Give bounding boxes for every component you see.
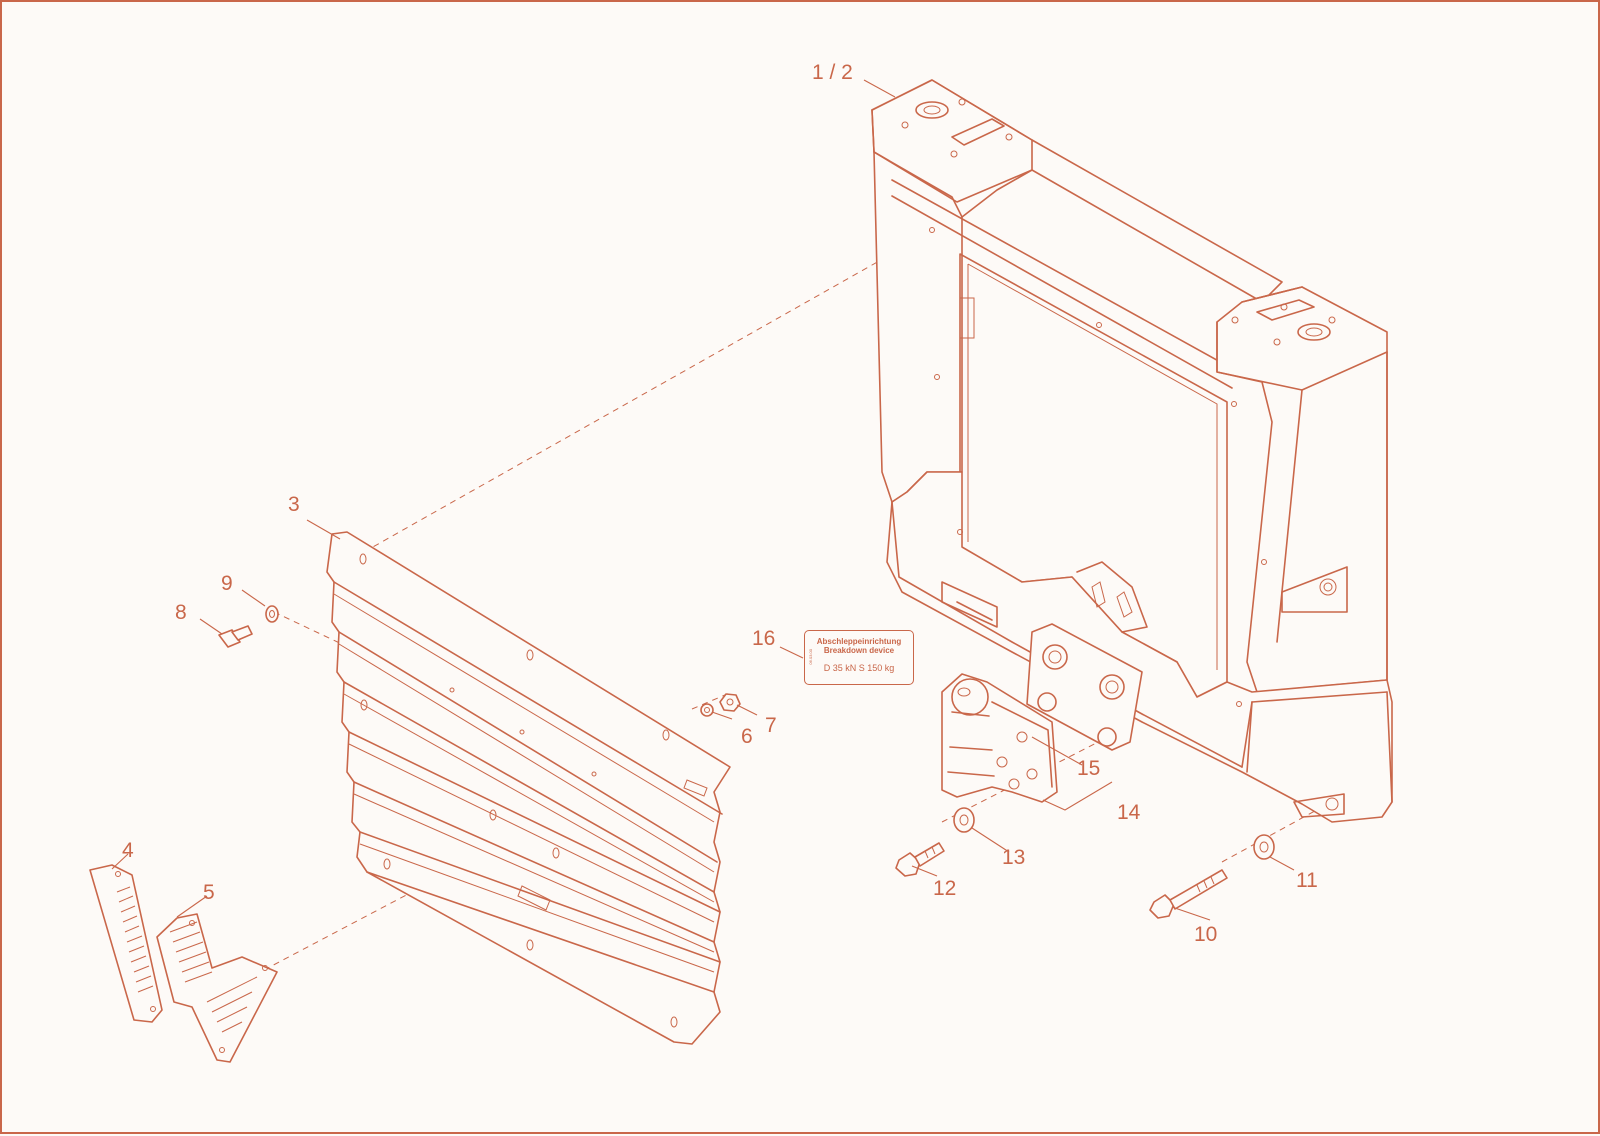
callout-12: 12 — [933, 877, 957, 900]
callout-10: 10 — [1194, 923, 1218, 946]
washer-9 — [265, 605, 279, 623]
nut-7 — [719, 693, 741, 712]
callout-13: 13 — [1002, 846, 1026, 869]
bumper-frame — [871, 79, 1393, 823]
callout-3: 3 — [288, 493, 300, 516]
w-logo-badge — [89, 864, 278, 1063]
bolt-12 — [895, 842, 945, 877]
callout-9: 9 — [221, 572, 233, 595]
bolt-8 — [218, 625, 253, 648]
callout-11: 11 — [1296, 869, 1318, 892]
callout-6: 6 — [741, 725, 753, 748]
callout-5: 5 — [203, 881, 215, 904]
callout-1-2: 1 / 2 — [812, 61, 853, 84]
decal-title-de: Abschleppeinrichtung — [816, 637, 902, 646]
callout-14: 14 — [1117, 801, 1141, 824]
bolt-10 — [1149, 869, 1228, 919]
washer-13 — [953, 807, 975, 833]
grille-panel — [326, 531, 731, 1045]
callout-8: 8 — [175, 601, 187, 624]
washer-6 — [700, 703, 714, 717]
callout-16: 16 — [752, 627, 776, 650]
callout-4: 4 — [122, 839, 134, 862]
decal-title-en: Breakdown device — [823, 646, 895, 655]
logo-slots — [116, 886, 258, 1033]
breakdown-device-decal: 06.03.00 Abschleppeinrichtung Breakdown … — [804, 630, 914, 685]
leader-lines — [111, 79, 1295, 921]
decal-code: 06.03.00 — [808, 649, 813, 665]
tow-hitch — [941, 673, 1058, 803]
callout-15: 15 — [1077, 757, 1101, 780]
washer-11 — [1253, 834, 1275, 860]
decal-ratings: D 35 kN S 150 kg — [823, 663, 895, 673]
callout-7: 7 — [765, 714, 777, 737]
